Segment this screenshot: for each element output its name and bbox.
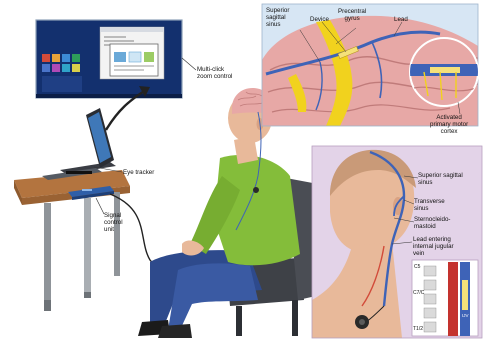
label-superior-sagittal-sinus-top: Superior sagittal sinus: [266, 7, 289, 28]
label-vertebra-c7: C7/C: [413, 290, 424, 297]
brain-panel: [262, 4, 480, 126]
leader-line: [182, 58, 196, 70]
label-transverse-sinus: Transverse sinus: [414, 198, 445, 212]
label-activated-cortex: Activated primary motor cortex: [430, 114, 468, 135]
label-lead-entering-ijv: Lead entering internal jugular vein: [413, 236, 454, 257]
label-multi-click-zoom: Multi-click zoom control: [197, 66, 232, 80]
label-vertebra-c5: C5: [414, 264, 420, 271]
label-precentral-gyrus: Precentral gyrus: [338, 8, 366, 22]
leader-line: [96, 198, 104, 214]
label-device: Device: [310, 16, 329, 23]
label-eye-tracker: Eye tracker: [123, 169, 154, 176]
label-lead: Lead: [394, 16, 408, 23]
label-ijv: IJV: [462, 312, 469, 319]
label-signal-control-unit: Signal control unit: [104, 212, 123, 233]
label-vertebra-t1: T1/2: [413, 326, 423, 333]
label-sternocleidomastoid: Sternocleido- mastoid: [414, 216, 450, 230]
device-icon: [253, 187, 259, 193]
label-superior-sagittal-sinus-side: Superior sagittal sinus: [418, 172, 463, 186]
eye-tracker-icon: [66, 171, 92, 174]
screen-display: [36, 20, 182, 98]
